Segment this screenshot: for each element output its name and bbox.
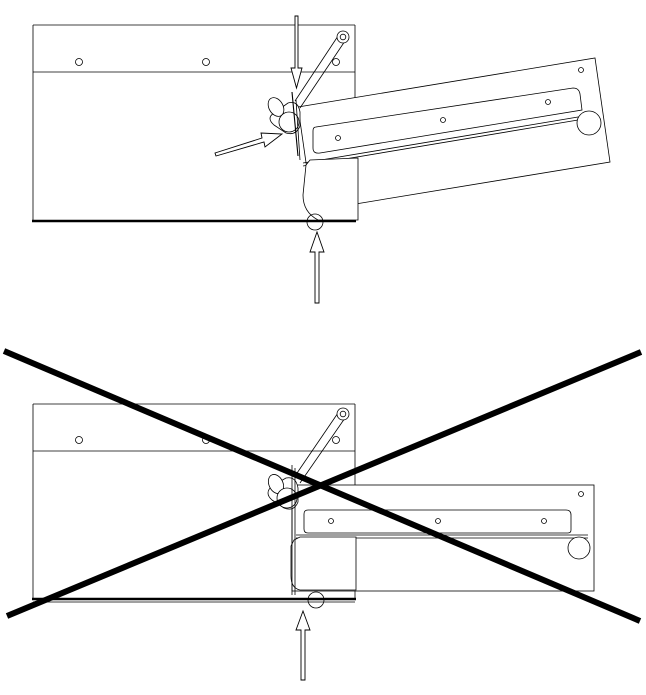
arrow-icon [214,132,284,157]
latch-lever [294,407,350,484]
arrow-icon [290,15,303,90]
screw-hole [435,518,441,524]
x-mark-icon [2,348,643,624]
arrow-icon [295,609,311,681]
screw-hole [75,436,83,444]
roller [576,110,602,136]
figure-incorrect-installation [2,348,643,681]
latch-lever [294,30,350,109]
screw-hole [440,117,446,123]
figure-correct-installation [32,15,611,304]
screw-hole [335,135,341,141]
arrow-icon [309,230,325,304]
screw-hole [545,99,551,105]
screw-hole [202,58,210,66]
knob [267,91,301,161]
screw-hole [332,436,340,444]
screw-hole [578,67,584,73]
cartridge-tilted [297,57,611,231]
cartridge-straight [290,484,595,609]
screw-hole [332,58,340,66]
roller [567,536,591,560]
screw-hole [541,518,547,524]
screw-hole [328,518,334,524]
screw-hole [75,58,83,66]
screw-hole [578,491,584,497]
